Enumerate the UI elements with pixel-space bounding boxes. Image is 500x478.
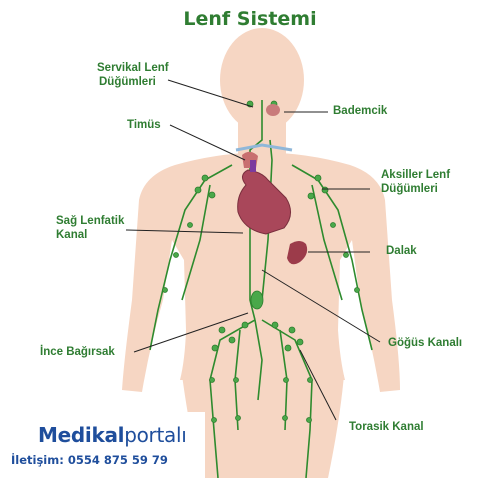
label-thoracic-duct: Torasik Kanal xyxy=(349,421,424,433)
spleen xyxy=(287,241,308,265)
label-tonsil: Bademcik xyxy=(333,105,388,117)
label-axillary-lymph-nodes: Aksiller Lenf Düğümleri xyxy=(381,169,451,195)
tonsil xyxy=(266,104,280,116)
label-servikal-lymph-nodes: Servikal Lenf Düğümleri xyxy=(97,62,169,88)
label-right-lymphatic-duct: Sağ Lenfatik Kanal xyxy=(56,215,125,241)
body-silhouette xyxy=(122,28,400,478)
label-small-intestine: İnce Bağırsak xyxy=(40,346,115,358)
brand-banner: Medikalportalı İletişim: 0554 875 59 79 xyxy=(0,412,205,478)
diagram-title: Lenf Sistemi xyxy=(183,8,317,30)
brand-name: Medikalportalı xyxy=(38,423,187,447)
brand-contact: İletişim: 0554 875 59 79 xyxy=(11,453,168,467)
heart xyxy=(237,169,291,235)
label-spleen: Dalak xyxy=(386,245,417,257)
leader-lines xyxy=(125,79,381,421)
label-chest-duct: Göğüs Kanalı xyxy=(388,337,463,349)
label-thymus: Timüs xyxy=(127,119,161,131)
lymph-nodes xyxy=(162,100,360,423)
organs xyxy=(235,104,308,265)
